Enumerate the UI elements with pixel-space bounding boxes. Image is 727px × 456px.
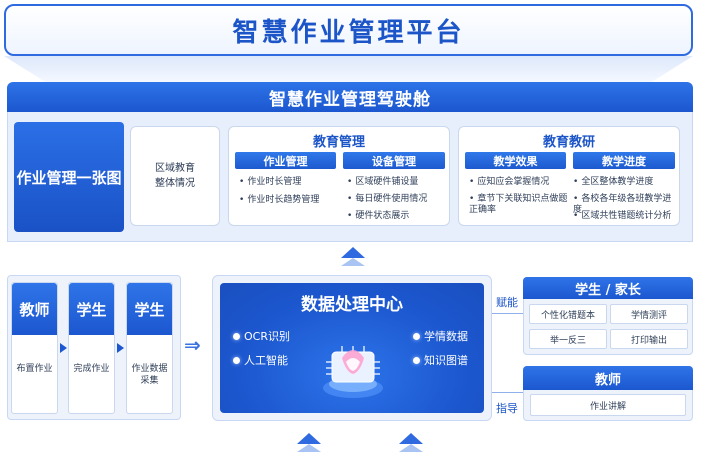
dc-left-item-1: OCR识别 [244, 330, 290, 343]
empower-label: 赋能 [496, 296, 518, 309]
up-arrow-icon [341, 247, 365, 258]
homework-mgmt-title: 作业管理 [235, 152, 336, 169]
up-arrow-icon [297, 433, 321, 444]
device-item-1: 区域硬件铺设量 [347, 177, 418, 188]
up-arrow-light-icon [399, 444, 423, 452]
connector-line [492, 392, 523, 393]
edu-management-title: 教育管理 [312, 135, 365, 150]
student-item-4: 打印输出 [610, 329, 688, 349]
effect-item-2: 章节下关联知识点做题正确率 [469, 194, 569, 216]
student-parent-title: 学生 / 家长 [523, 277, 693, 299]
processor-chip-icon [323, 346, 383, 398]
role-teacher-text: 布置作业 [16, 364, 53, 374]
node-dot-icon [233, 333, 240, 340]
role-student-1-title: 学生 [69, 283, 114, 335]
node-dot-icon [413, 357, 420, 364]
teaching-effect-title: 教学效果 [465, 152, 566, 169]
role-teacher-title: 教师 [12, 283, 57, 335]
role-teacher: 教师 布置作业 [11, 282, 58, 414]
dc-right-item-1: 学情数据 [424, 330, 468, 343]
map-label: 作业管理一张图 [14, 122, 124, 232]
data-center-title: 数据处理中心 [301, 295, 403, 315]
progress-item-1: 全区整体教学进度 [573, 177, 653, 188]
device-item-2: 每日硬件使用情况 [347, 194, 427, 205]
region-line-1: 区域教育 [155, 163, 195, 174]
homework-item-1: 作业时长管理 [239, 177, 301, 188]
role-student-2-text: 作业数据采集 [131, 364, 168, 386]
node-dot-icon [233, 357, 240, 364]
edu-research-card: 教育教研 教学效果 教学进度 应知应会掌握情况 章节下关联知识点做题正确率 全区… [458, 126, 680, 226]
dc-left-item-2: 人工智能 [244, 354, 288, 367]
teacher-title: 教师 [523, 366, 693, 390]
homework-item-2: 作业时长趋势管理 [239, 195, 319, 206]
up-arrow-light-icon [297, 444, 321, 452]
up-arrow-light-icon [341, 258, 365, 266]
node-dot-icon [413, 333, 420, 340]
student-item-3: 举一反三 [529, 329, 607, 349]
student-item-1: 个性化错题本 [529, 304, 607, 324]
effect-item-1: 应知应会掌握情况 [469, 177, 549, 188]
teacher-item: 作业讲解 [530, 394, 686, 416]
up-arrow-icon [399, 433, 423, 444]
student-item-2: 学情测评 [610, 304, 688, 324]
title-funnel [4, 56, 693, 82]
role-student-2-title: 学生 [127, 283, 172, 335]
flow-arrow-icon [60, 343, 67, 353]
double-chevron-icon: ⇒ [184, 333, 201, 357]
region-line-2: 整体情况 [155, 178, 195, 189]
cockpit-title: 智慧作业管理驾驶舱 [7, 82, 693, 112]
progress-item-2: 各校各年级各班教学进度 [573, 194, 679, 216]
role-student-2: 学生 作业数据采集 [126, 282, 173, 414]
dc-right-item-2: 知识图谱 [424, 354, 468, 367]
teaching-progress-title: 教学进度 [573, 152, 675, 169]
region-card: 区域教育 整体情况 [130, 126, 220, 226]
progress-item-3: 区域共性错题统计分析 [573, 211, 671, 222]
device-item-3: 硬件状态展示 [347, 211, 409, 222]
guide-label: 指导 [496, 402, 518, 415]
connector-line [492, 313, 523, 314]
flow-arrow-icon [117, 343, 124, 353]
role-student-1: 学生 完成作业 [68, 282, 115, 414]
platform-title: 智慧作业管理平台 [4, 4, 693, 56]
role-student-1-text: 完成作业 [73, 364, 110, 374]
edu-management-card: 教育管理 作业管理 设备管理 作业时长管理 作业时长趋势管理 区域硬件铺设量 每… [228, 126, 450, 226]
edu-research-title: 教育教研 [542, 135, 595, 150]
device-mgmt-title: 设备管理 [343, 152, 445, 169]
